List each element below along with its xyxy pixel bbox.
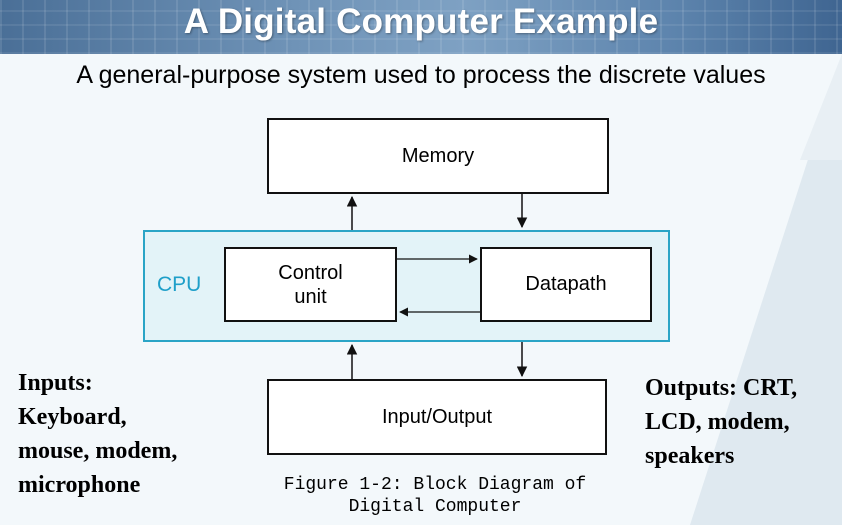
- inputs-line: microphone: [18, 472, 141, 498]
- inputs-line: Keyboard,: [18, 404, 127, 430]
- figure-caption: Figure 1-2: Block Diagram of Digital Com…: [255, 474, 615, 518]
- control-unit-box: Control unit: [224, 247, 397, 322]
- input-output-box: Input/Output: [267, 379, 607, 455]
- inputs-text: Inputs: Keyboard, mouse, modem, micropho…: [18, 366, 177, 502]
- control-unit-label-line2: unit: [294, 285, 327, 308]
- outputs-text: Outputs: CRT, LCD, modem, speakers: [645, 371, 797, 473]
- control-unit-label-line1: Control: [278, 261, 343, 284]
- memory-label: Memory: [401, 144, 475, 167]
- inputs-line: Inputs:: [18, 370, 93, 396]
- caption-line: Figure 1-2: Block Diagram of: [283, 475, 587, 495]
- memory-box: Memory: [267, 118, 609, 194]
- title-bar: A Digital Computer Example: [0, 0, 842, 54]
- caption-line: Digital Computer: [348, 497, 522, 517]
- outputs-line: Outputs: CRT,: [645, 375, 798, 401]
- subtitle: A general-purpose system used to process…: [76, 61, 766, 89]
- cpu-label: CPU: [157, 273, 202, 296]
- inputs-line: mouse, modem,: [18, 438, 178, 464]
- datapath-label: Datapath: [525, 273, 607, 295]
- page-title: A Digital Computer Example: [183, 2, 659, 41]
- datapath-box: Datapath: [480, 247, 652, 322]
- outputs-line: LCD, modem,: [645, 409, 790, 435]
- outputs-line: speakers: [645, 443, 735, 469]
- input-output-label: Input/Output: [381, 405, 493, 428]
